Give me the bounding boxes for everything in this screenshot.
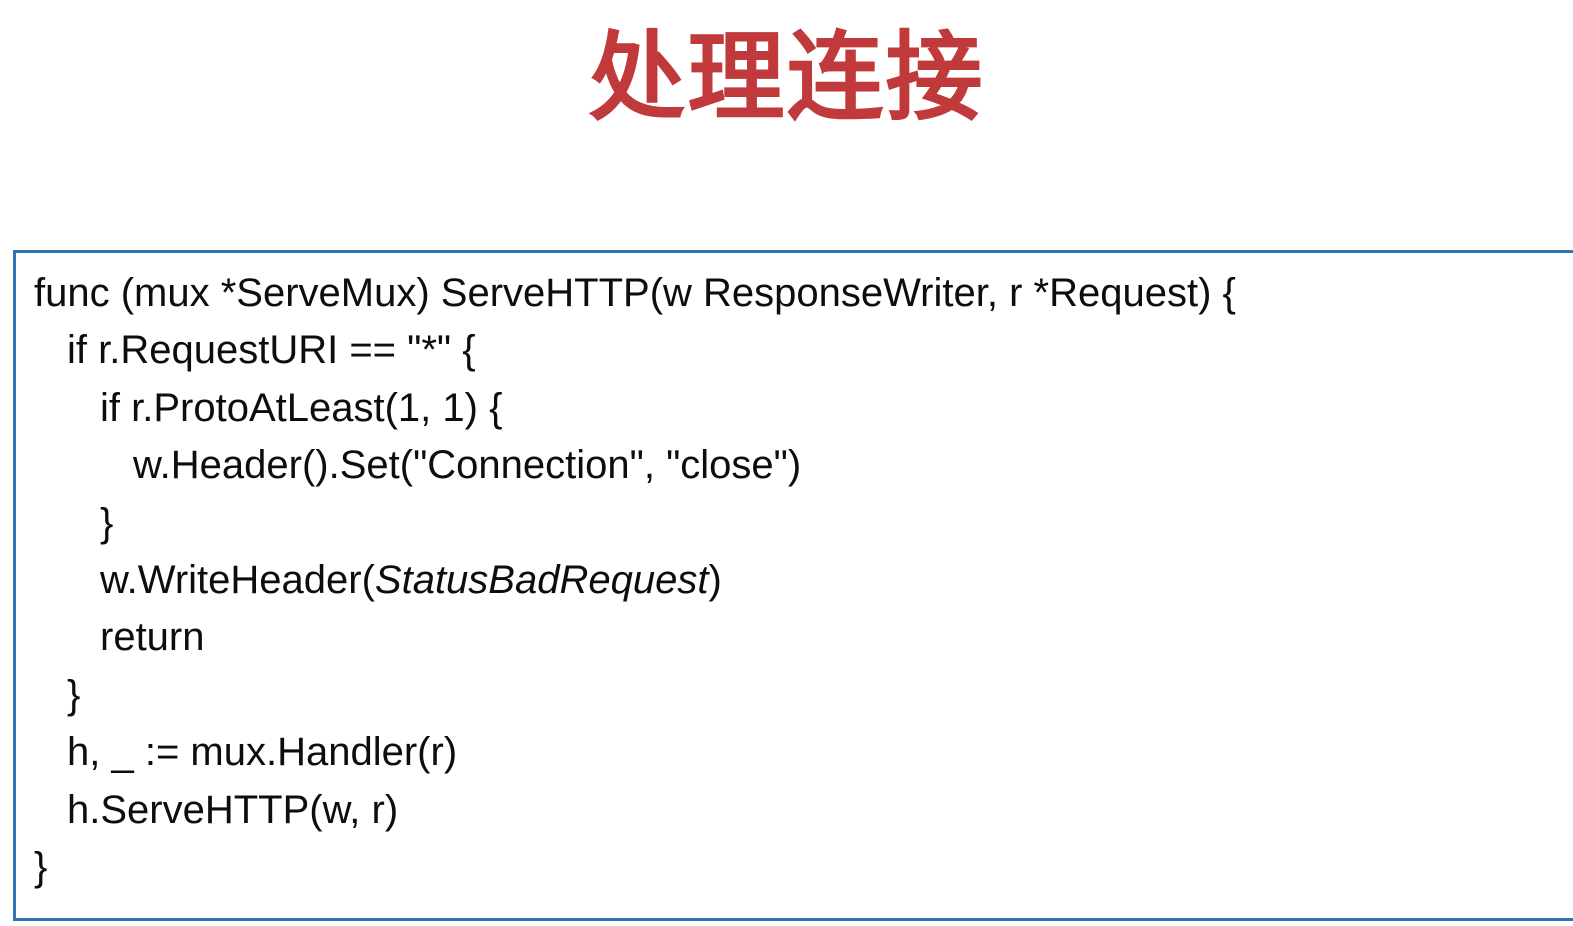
- code-segment: return: [100, 615, 205, 660]
- code-line: w.WriteHeader(StatusBadRequest): [34, 552, 1573, 609]
- code-line: func (mux *ServeMux) ServeHTTP(w Respons…: [34, 265, 1573, 322]
- code-block: func (mux *ServeMux) ServeHTTP(w Respons…: [13, 250, 1573, 921]
- code-lines: func (mux *ServeMux) ServeHTTP(w Respons…: [34, 265, 1573, 896]
- code-segment: ): [708, 558, 722, 603]
- code-line: if r.RequestURI == "*" {: [34, 322, 1573, 379]
- code-line: }: [34, 495, 1573, 552]
- code-segment: w.WriteHeader(: [100, 558, 375, 603]
- code-line: }: [34, 667, 1573, 724]
- code-segment: h.ServeHTTP(w, r): [67, 787, 399, 832]
- code-segment: if r.RequestURI == "*" {: [67, 328, 476, 373]
- code-segment: h, _ := mux.Handler(r): [67, 730, 458, 775]
- code-line: w.Header().Set("Connection", "close"): [34, 437, 1573, 494]
- code-segment-italic: StatusBadRequest: [374, 558, 709, 603]
- code-line: return: [34, 609, 1573, 666]
- code-line: }: [34, 839, 1573, 896]
- code-segment: func (mux *ServeMux) ServeHTTP(w Respons…: [34, 271, 1236, 315]
- code-line: h.ServeHTTP(w, r): [34, 782, 1573, 839]
- code-line: if r.ProtoAtLeast(1, 1) {: [34, 380, 1573, 437]
- slide-title: 处理连接: [588, 23, 985, 132]
- code-segment: if r.ProtoAtLeast(1, 1) {: [100, 385, 503, 430]
- code-segment: w.Header().Set("Connection", "close"): [133, 443, 802, 488]
- code-segment: }: [34, 845, 48, 890]
- code-segment: }: [67, 672, 81, 717]
- code-segment: }: [100, 500, 114, 545]
- code-line: h, _ := mux.Handler(r): [34, 724, 1573, 781]
